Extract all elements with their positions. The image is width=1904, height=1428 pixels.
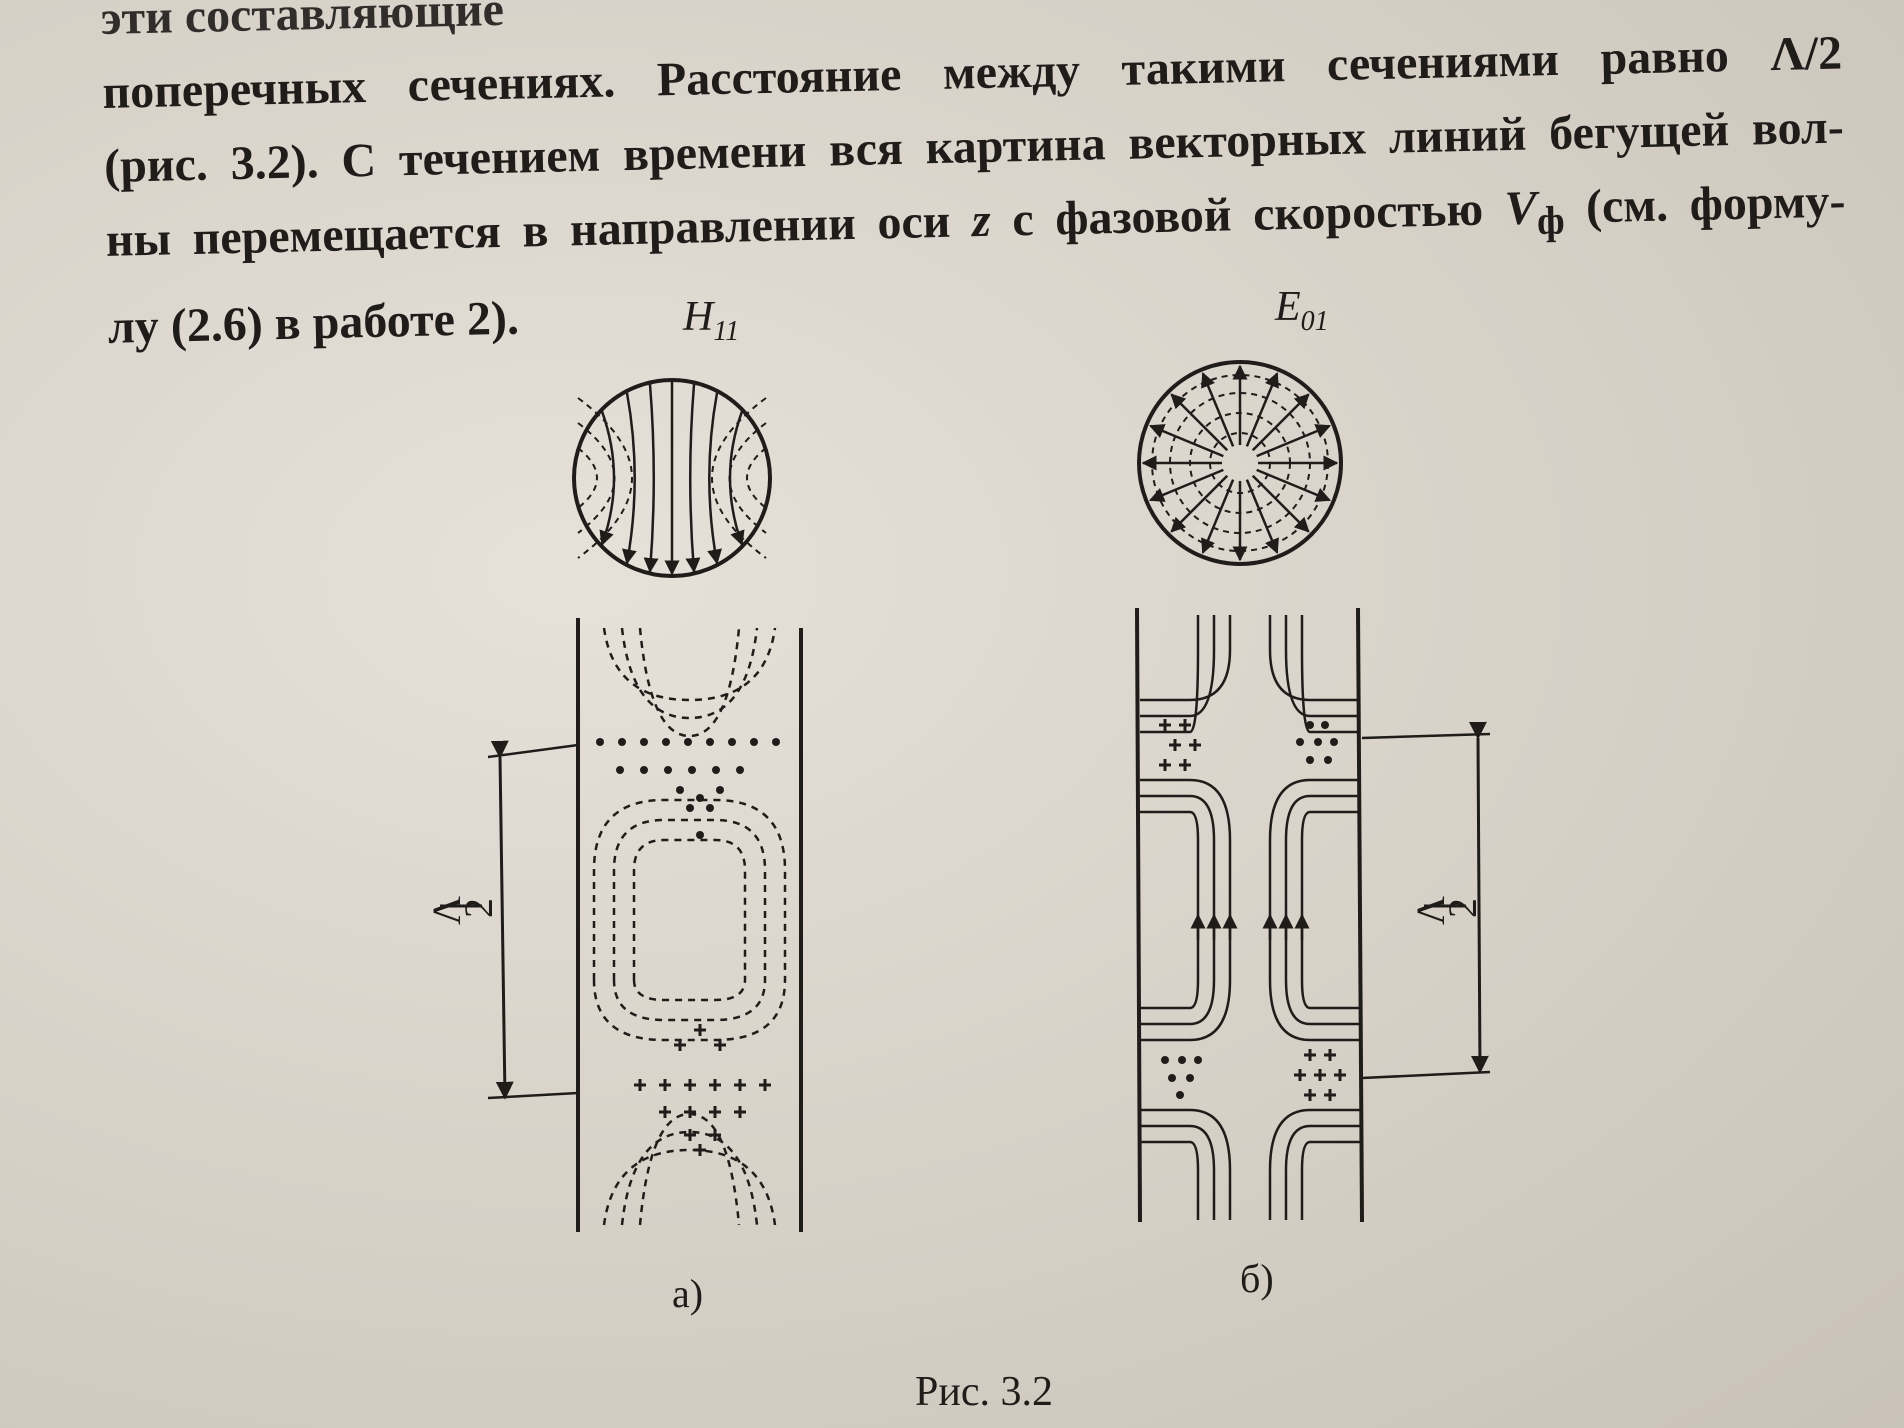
- field-line: [620, 627, 759, 720]
- field-dot: [706, 804, 714, 812]
- field-line: [602, 1148, 777, 1226]
- field-line: [1300, 810, 1360, 1010]
- field-line: [685, 384, 701, 573]
- field-dot: [640, 738, 648, 746]
- field-line: [643, 384, 659, 573]
- field-line: [612, 818, 767, 1022]
- field-line: [1245, 371, 1279, 447]
- field-dot: [686, 804, 694, 812]
- field-line: [1140, 810, 1200, 1010]
- dim-label-a-den: 2: [456, 898, 501, 918]
- field-line: [746, 447, 767, 509]
- mode-label-e01: E01: [1274, 284, 1329, 337]
- field-dot: [684, 738, 692, 746]
- field-line: [1140, 778, 1232, 1042]
- field-line: [1140, 615, 1232, 702]
- field-dot: [712, 766, 720, 774]
- field-dot: [728, 738, 736, 746]
- field-dot: [1176, 1091, 1184, 1099]
- field-line: [638, 627, 741, 738]
- waveguide-b: [1135, 607, 1491, 1223]
- field-dot: [664, 766, 672, 774]
- field-dot: [1314, 738, 1322, 746]
- dim-label-b-den: 2: [1440, 898, 1485, 918]
- field-line: [1256, 424, 1332, 458]
- dim-label-b: Λ: [1408, 896, 1453, 925]
- waveguide-a: [487, 618, 803, 1232]
- field-line: [1268, 778, 1360, 1042]
- field-dot: [1324, 756, 1332, 764]
- field-line: [1284, 615, 1360, 718]
- field-line: [728, 410, 745, 546]
- field-dot: [1186, 1074, 1194, 1082]
- mode-label-h11: H11: [682, 294, 739, 347]
- field-dot: [1321, 721, 1329, 729]
- field-line: [1201, 371, 1235, 447]
- field-line: [1256, 468, 1332, 502]
- field-line: [1170, 474, 1229, 533]
- field-dot: [696, 831, 704, 839]
- field-dot: [1296, 738, 1304, 746]
- dim-label-a: Λ: [424, 896, 469, 925]
- field-line: [1268, 615, 1360, 702]
- field-dot: [596, 738, 604, 746]
- field-line: [707, 392, 722, 565]
- field-line: [1268, 1108, 1360, 1220]
- field-line: [632, 838, 747, 1002]
- field-line: [1140, 794, 1216, 1026]
- field-line: [577, 447, 598, 509]
- field-line: [577, 422, 616, 534]
- field-line: [1201, 479, 1235, 555]
- field-line: [599, 410, 616, 546]
- field-line: [577, 397, 633, 559]
- field-dot: [618, 738, 626, 746]
- field-line: [1148, 468, 1224, 502]
- field-dot: [1178, 1056, 1186, 1064]
- field-dot: [1168, 1074, 1176, 1082]
- field-dot: [662, 738, 670, 746]
- field-line: [1251, 393, 1310, 452]
- field-dot: [772, 738, 780, 746]
- field-line: [1284, 1124, 1360, 1220]
- field-dot: [696, 794, 704, 802]
- field-dot: [688, 766, 696, 774]
- field-line: [1300, 1140, 1360, 1220]
- field-line: [1148, 424, 1224, 458]
- field-dot: [1194, 1056, 1202, 1064]
- field-line: [1140, 615, 1200, 734]
- field-line: [1140, 1124, 1216, 1220]
- field-dot: [716, 786, 724, 794]
- field-dot: [706, 738, 714, 746]
- field-line: [1300, 615, 1360, 734]
- field-line: [1284, 794, 1360, 1026]
- figure-caption: Рис. 3.2: [915, 1369, 1053, 1415]
- field-dot: [1306, 756, 1314, 764]
- field-line: [1140, 1108, 1232, 1220]
- field-line: [1140, 615, 1216, 718]
- field-dot: [1306, 721, 1314, 729]
- field-dot: [750, 738, 758, 746]
- field-line: [711, 397, 767, 559]
- field-line: [622, 392, 637, 565]
- field-line: [1140, 1140, 1200, 1220]
- field-dot: [736, 766, 744, 774]
- sublabel-a: а): [672, 1271, 703, 1316]
- field-dot: [616, 766, 624, 774]
- field-line: [1170, 393, 1229, 452]
- field-line: [728, 422, 767, 534]
- field-dot: [676, 786, 684, 794]
- sublabel-b: б): [1240, 1256, 1274, 1301]
- field-line: [1245, 479, 1279, 555]
- e01-cross-section: [1137, 360, 1343, 566]
- field-line: [1251, 474, 1310, 533]
- field-dot: [1161, 1056, 1169, 1064]
- field-dot: [640, 766, 648, 774]
- field-line: [592, 798, 787, 1042]
- h11-cross-section: [572, 378, 772, 578]
- field-line: [602, 627, 777, 702]
- field-dot: [1330, 738, 1338, 746]
